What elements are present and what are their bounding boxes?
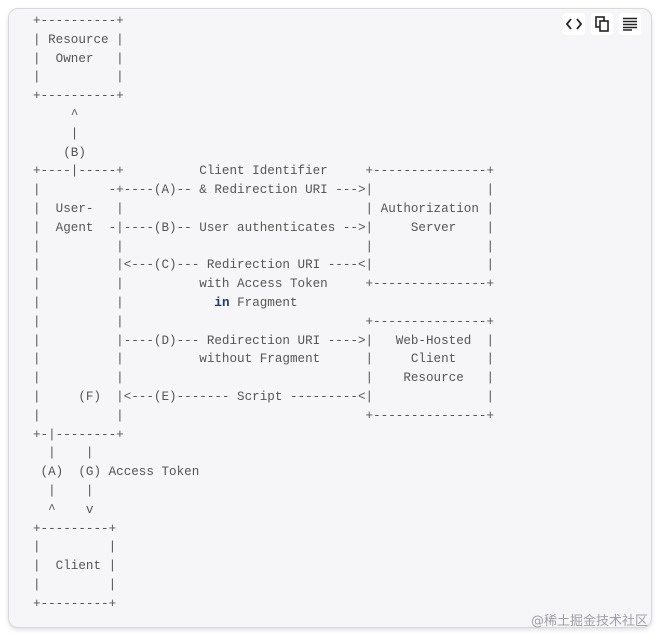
code-line: | |----(D)--- Redirection URI ---->| Web… bbox=[33, 333, 495, 348]
code-line: | | without Fragment | Client | bbox=[33, 352, 495, 367]
code-line: | Resource | bbox=[33, 32, 124, 47]
ascii-diagram: +----------+ | Resource | | Owner | | | +---… bbox=[33, 12, 494, 614]
wrap-button[interactable] bbox=[619, 13, 641, 35]
code-line: | | bbox=[33, 446, 94, 461]
code-toolbar bbox=[563, 13, 641, 35]
copy-button[interactable] bbox=[591, 13, 613, 35]
code-line: | (F) |<---(E)------- Script ---------<|… bbox=[33, 389, 495, 404]
lines-icon bbox=[623, 17, 637, 31]
code-line: | | with Access Token +---------------+ bbox=[33, 277, 495, 292]
watermark: @稀土掘金技术社区 bbox=[530, 614, 648, 629]
code-line: ^ v bbox=[33, 502, 94, 517]
code-line: +---------+ bbox=[33, 596, 117, 611]
code-line: +---------+ bbox=[33, 521, 117, 536]
code-line: | | bbox=[33, 483, 94, 498]
code-block: +----------+ | Resource | | Owner | | | +---… bbox=[8, 8, 652, 628]
code-line: | | | | bbox=[33, 239, 495, 254]
code-line: | | bbox=[33, 70, 124, 85]
code-line: ^ bbox=[33, 107, 79, 122]
code-line: | Agent -|----(B)-- User authenticates -… bbox=[33, 220, 495, 235]
keyword: in bbox=[214, 295, 230, 310]
code-text: Fragment bbox=[229, 295, 298, 310]
code-line: | User- | | Authorization | bbox=[33, 201, 495, 216]
code-brackets-icon bbox=[566, 18, 582, 30]
code-line: | -+----(A)-- & Redirection URI --->| | bbox=[33, 183, 495, 198]
code-line: | Client | bbox=[33, 559, 117, 574]
code-line: | | in Fragment bbox=[33, 294, 494, 313]
view-source-button[interactable] bbox=[563, 13, 585, 35]
copy-icon bbox=[595, 16, 609, 32]
code-line: (A) (G) Access Token bbox=[33, 465, 200, 480]
code-line: (B) bbox=[33, 145, 86, 160]
code-line: +-|--------+ bbox=[33, 427, 124, 442]
code-line: | | +---------------+ bbox=[33, 314, 495, 329]
code-text: | | bbox=[33, 295, 215, 310]
code-line: | bbox=[33, 126, 79, 141]
code-line: | Owner | bbox=[33, 51, 124, 66]
code-line: | | +---------------+ bbox=[33, 408, 495, 423]
code-line: | | | Resource | bbox=[33, 371, 495, 386]
code-line: +----|-----+ Client Identifier +--------… bbox=[33, 164, 495, 179]
code-line: | |<---(C)--- Redirection URI ----<| | bbox=[33, 258, 495, 273]
code-line: +----------+ bbox=[33, 14, 124, 28]
code-line: | | bbox=[33, 540, 117, 555]
code-line: +----------+ bbox=[33, 89, 124, 104]
code-line: | | bbox=[33, 577, 117, 592]
